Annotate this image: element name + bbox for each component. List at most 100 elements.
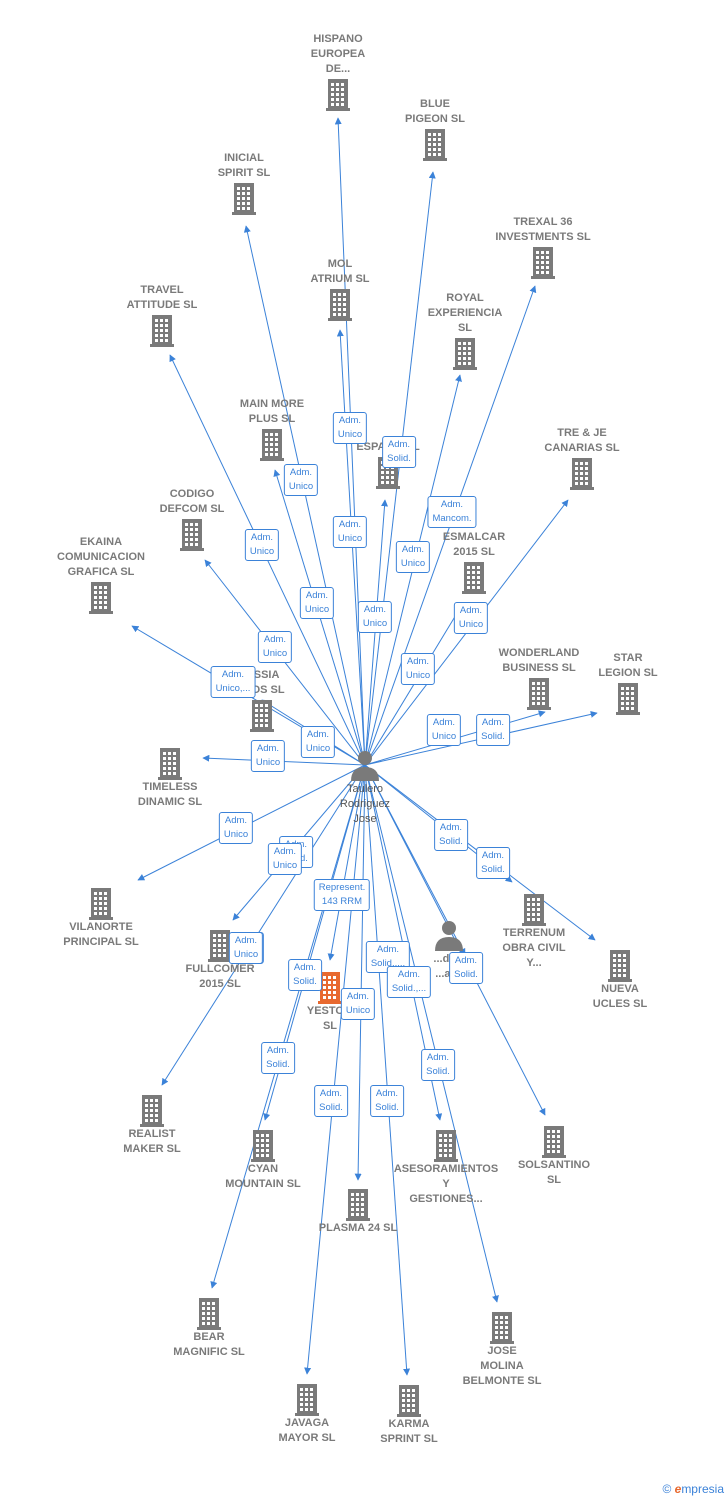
node-label: PLASMA 24 SL <box>318 1222 398 1234</box>
node-nueva[interactable]: NUEVA UCLES SL <box>555 948 685 1012</box>
node-yesto[interactable]: YESTO... SL <box>265 970 395 1034</box>
edge-label: Adm. Unico <box>257 631 293 663</box>
building-icon-wrap <box>478 245 608 279</box>
edge-karma <box>364 764 411 1376</box>
node-trexal[interactable]: TREXAL 36 INVESTMENTS SL <box>478 215 608 279</box>
edge-label: Adm. Solid. <box>449 952 483 984</box>
node-bear[interactable]: BEAR MAGNIFIC SL <box>144 1296 274 1360</box>
edge-label: Adm. Unico <box>400 653 436 685</box>
node-label: ESMALCAR 2015 SL <box>442 531 506 558</box>
node-cyan[interactable]: CYAN MOUNTAIN SL <box>198 1128 328 1192</box>
node-label: REALIST MAKER SL <box>123 1128 181 1155</box>
node-blue[interactable]: BLUE PIGEON SL <box>370 97 500 161</box>
node-label: HISPANO EUROPEA DE... <box>310 33 366 75</box>
building-icon <box>318 972 342 1004</box>
edge-label: Adm. Unico <box>267 843 303 875</box>
node-fullcomer[interactable]: FULLCOMER 2015 SL <box>155 928 285 992</box>
node-label: VILANORTE PRINCIPAL SL <box>63 921 139 948</box>
edge-label: Adm. Solid. <box>288 959 322 991</box>
building-icon <box>260 429 284 461</box>
building-icon-wrap <box>437 1310 567 1344</box>
node-solsantino[interactable]: SOLSANTINO SL <box>489 1124 619 1188</box>
edge-label: Adm. Unico <box>332 516 368 548</box>
node-label: WONDERLAND BUSINESS SL <box>498 647 580 674</box>
person-icon <box>435 921 463 951</box>
node-label: EKAINA COMUNICACION GRAFICA SL <box>57 536 145 578</box>
node-asesor[interactable]: ASESORAMIENTOS Y GESTIONES... <box>381 1128 511 1207</box>
building-icon <box>490 1312 514 1344</box>
node-label: JAVAGA MAYOR SL <box>278 1417 336 1444</box>
node-label: BLUE PIGEON SL <box>405 98 465 125</box>
node-mainmore[interactable]: MAIN MORE PLUS SL <box>207 397 337 461</box>
building-icon <box>197 1298 221 1330</box>
node-label: ROYAL EXPERIENCIA SL <box>427 292 503 334</box>
node-esmalcar[interactable]: ESMALCAR 2015 SL <box>409 530 539 594</box>
node-javaga[interactable]: JAVAGA MAYOR SL <box>242 1382 372 1446</box>
node-realist[interactable]: REALIST MAKER SL <box>87 1093 217 1157</box>
edge-realist <box>161 764 366 1086</box>
node-vilanorte[interactable]: VILANORTE PRINCIPAL SL <box>36 886 166 950</box>
node-wonderland[interactable]: WONDERLAND BUSINESS SL <box>474 646 604 710</box>
building-icon <box>232 183 256 215</box>
building-icon <box>346 1189 370 1221</box>
building-icon-wrap <box>242 1382 372 1416</box>
edge-label: Adm. Solid.,... <box>386 966 432 998</box>
node-plasma[interactable]: PLASMA 24 SL <box>293 1187 423 1236</box>
node-ekaina[interactable]: EKAINA COMUNICACION GRAFICA SL <box>36 535 166 614</box>
building-icon-wrap <box>97 313 227 347</box>
edge-javaga <box>304 764 366 1375</box>
building-icon <box>462 562 486 594</box>
node-label: TIMELESS DINAMIC SL <box>137 781 203 808</box>
node-label: STAR LEGION SL <box>598 652 658 679</box>
edge-label: Represent. 143 RRM <box>313 879 371 911</box>
building-icon <box>250 700 274 732</box>
building-icon-wrap <box>370 127 500 161</box>
node-josemolina[interactable]: JOSE MOLINA BELMONTE SL <box>437 1310 567 1389</box>
center-person[interactable]: Taulero Rodriguez Jose <box>300 748 430 827</box>
building-icon-wrap <box>198 1128 328 1162</box>
building-icon-wrap <box>489 1124 619 1158</box>
building-icon-wrap <box>381 1128 511 1162</box>
building-icon <box>397 1385 421 1417</box>
building-icon-wrap <box>273 77 403 111</box>
edge-label: Adm. Unico <box>340 988 376 1020</box>
node-terrenum[interactable]: TERRENUM OBRA CIVIL Y... <box>469 892 599 971</box>
node-label: TERRENUM OBRA CIVIL Y... <box>502 927 566 969</box>
node-label: NUEVA UCLES SL <box>592 983 648 1010</box>
node-label: SOLSANTINO SL <box>517 1159 591 1186</box>
edge-label: Adm. Unico <box>244 529 280 561</box>
node-label: MAIN MORE PLUS SL <box>239 398 305 425</box>
building-icon <box>531 247 555 279</box>
node-codigo[interactable]: CODIGO DEFCOM SL <box>127 487 257 551</box>
edge-label: Adm. Solid. <box>476 714 510 746</box>
node-label: TRAVEL ATTITUDE SL <box>126 284 198 311</box>
node-treje[interactable]: TRE & JE CANARIAS SL <box>517 426 647 490</box>
node-karma[interactable]: KARMA SPRINT SL <box>344 1383 474 1447</box>
node-label: MOL ATRIUM SL <box>310 258 370 285</box>
edge-josemolina <box>364 764 499 1303</box>
building-icon-wrap <box>197 698 327 732</box>
node-inicial[interactable]: INICIAL SPIRIT SL <box>179 151 309 215</box>
edge-label: Adm. Unico,... <box>210 666 256 698</box>
node-travel[interactable]: TRAVEL ATTITUDE SL <box>97 283 227 347</box>
edge-label: Adm. Solid. <box>476 847 510 879</box>
building-icon <box>180 519 204 551</box>
node-mol[interactable]: MOL ATRIUM SL <box>275 257 405 321</box>
edge-label: Adm. Unico <box>250 740 286 772</box>
building-icon <box>570 458 594 490</box>
edge-label: Adm. Unico <box>395 541 431 573</box>
node-hispano[interactable]: HISPANO EUROPEA DE... <box>273 32 403 111</box>
building-icon <box>434 1130 458 1162</box>
node-star[interactable]: STAR LEGION SL <box>563 651 693 715</box>
node-royal[interactable]: ROYAL EXPERIENCIA SL <box>400 291 530 370</box>
building-icon-wrap <box>469 892 599 926</box>
edge-label: Adm. Unico <box>426 714 462 746</box>
building-icon-wrap <box>517 456 647 490</box>
node-label: KARMA SPRINT SL <box>380 1418 438 1445</box>
node-label: YESTO... SL <box>306 1005 354 1032</box>
building-icon <box>89 582 113 614</box>
node-label: CYAN MOUNTAIN SL <box>225 1163 301 1190</box>
building-icon-wrap <box>293 1187 423 1221</box>
building-icon <box>150 315 174 347</box>
node-timeless[interactable]: TIMELESS DINAMIC SL <box>105 746 235 810</box>
